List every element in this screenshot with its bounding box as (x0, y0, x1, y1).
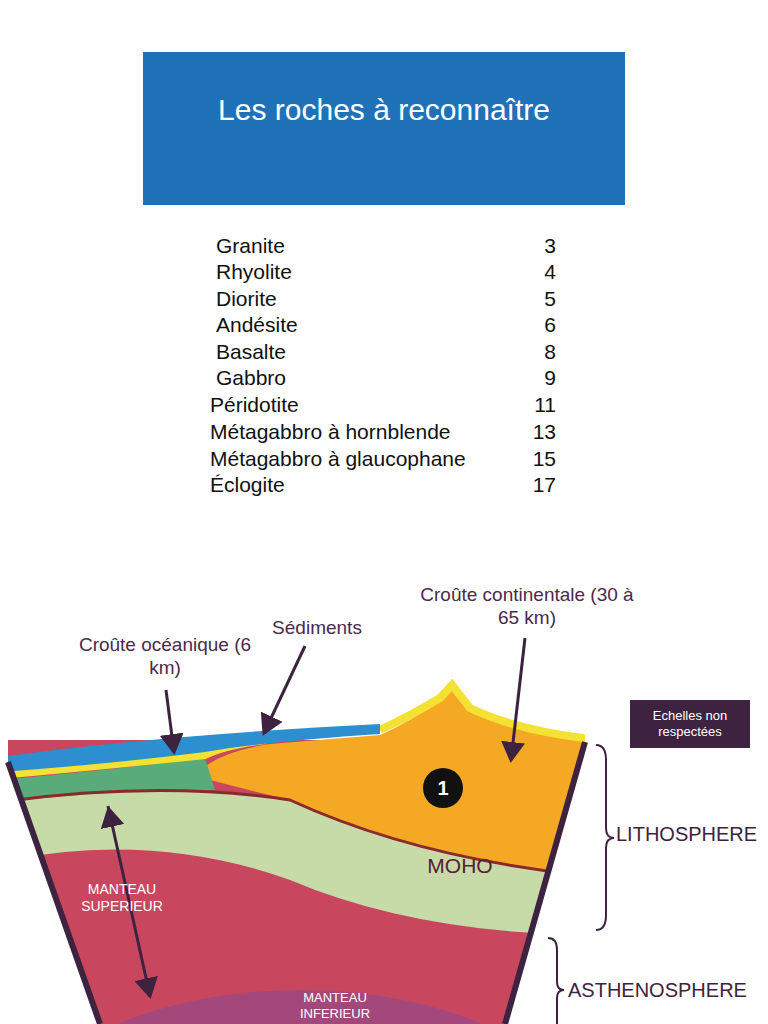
rock-name: Métagabbro à glaucophane (210, 446, 466, 471)
page-number: 4 (544, 259, 556, 284)
rock-name: Diorite (216, 286, 277, 311)
title-band (143, 52, 625, 205)
layer-label: MOHO (427, 853, 492, 878)
page-number: 9 (544, 365, 556, 390)
leader-line (166, 690, 174, 752)
leader-line (264, 646, 305, 733)
callout-number: 1 (437, 776, 448, 801)
callout-circle (423, 768, 463, 808)
page-number: 15 (533, 446, 556, 471)
page-number: 13 (533, 419, 556, 444)
rock-name: Métagabbro à hornblende (210, 419, 451, 444)
layer-label: MANTEAU SUPERIEUR (67, 881, 177, 915)
region-label: Croûte continentale (30 à 65 km) (417, 584, 637, 630)
rock-name: Péridotite (210, 392, 299, 417)
continental-crust (195, 688, 600, 877)
layer-label: LITHOSPHERE (616, 822, 757, 846)
page-number: 6 (544, 312, 556, 337)
callout-number: 1 (423, 768, 463, 808)
rock-name: Granite (216, 233, 285, 258)
moho-line (0, 790, 600, 877)
funnel-wall (8, 762, 100, 1024)
region-label: Croûte océanique (6 km) (70, 634, 260, 680)
ocean (0, 724, 380, 772)
title-text: Les roches à reconnaître (218, 92, 550, 128)
page-number: 5 (544, 286, 556, 311)
rock-name: Basalte (216, 339, 286, 364)
layer-label: MANTEAU INFERIEUR (280, 990, 390, 1021)
layers (0, 685, 600, 1024)
leader-line (511, 638, 525, 760)
rock-name: Rhyolite (216, 259, 292, 284)
region-label: Sédiments (272, 617, 362, 640)
lower-mantle (30, 990, 570, 1024)
layer-label: ASTHENOSPHERE (568, 978, 747, 1002)
brace (548, 938, 564, 1024)
sediments (380, 685, 600, 740)
brace (596, 745, 614, 930)
page-number: 11 (534, 392, 556, 417)
page-number: 3 (544, 233, 556, 258)
rock-name: Éclogite (210, 472, 285, 497)
rock-name: Andésite (216, 312, 298, 337)
rock-name: Gabbro (216, 365, 286, 390)
page-number: 8 (544, 339, 556, 364)
page-number: 17 (533, 472, 556, 497)
note-text: Echelles non respectées (640, 708, 740, 741)
scale-note-box: Echelles non respectées (630, 700, 750, 749)
